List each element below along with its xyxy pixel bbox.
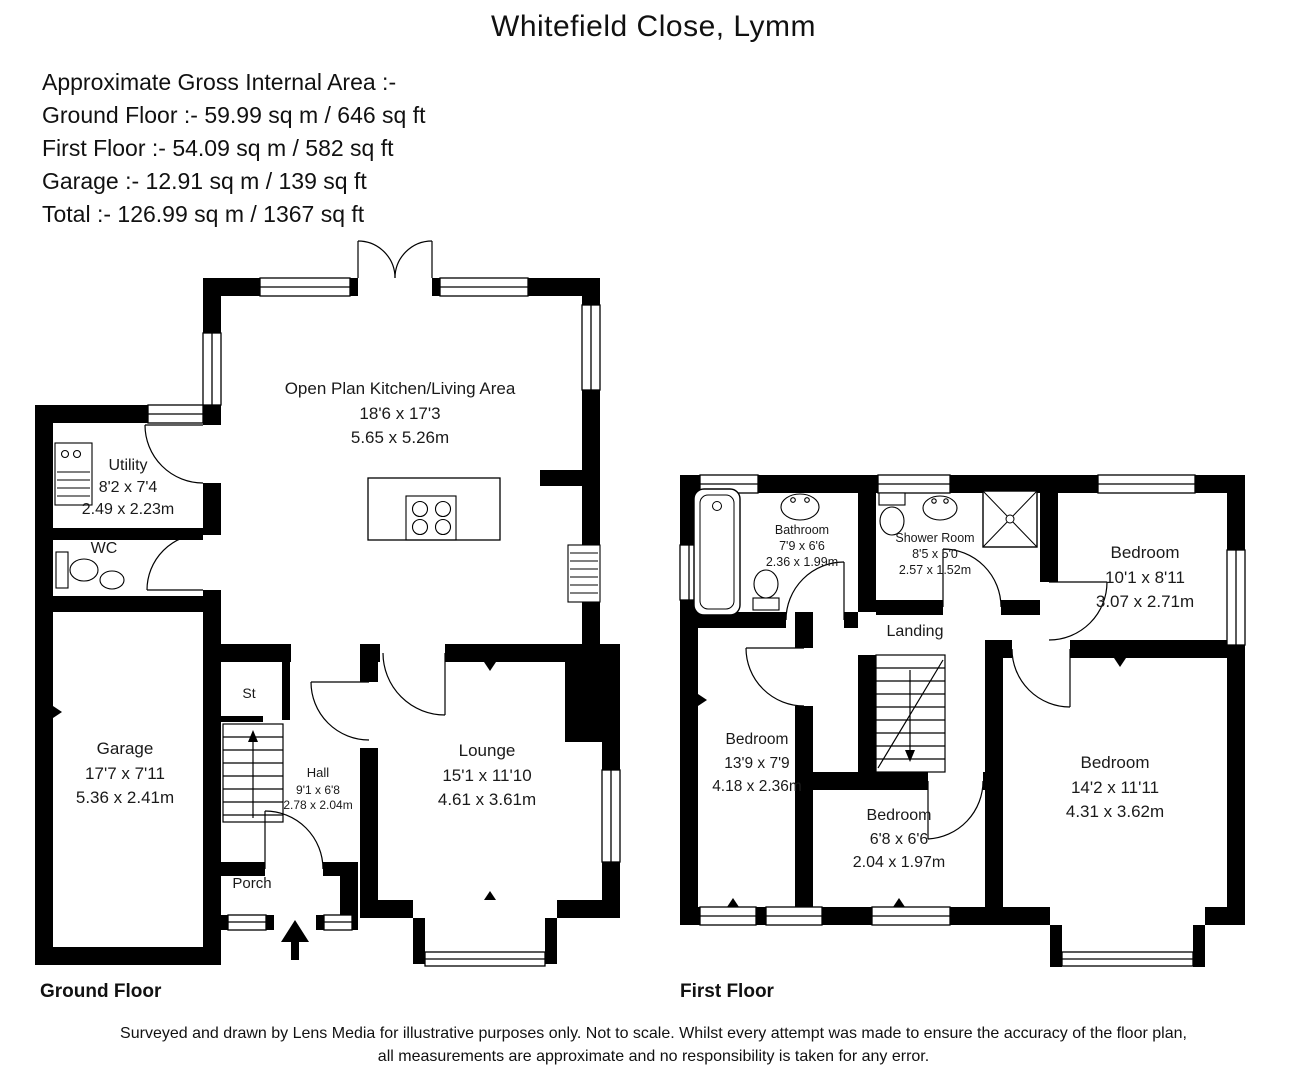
hall-name: Hall: [307, 765, 330, 780]
garage-metric: 5.36 x 2.41m: [76, 788, 174, 807]
kitchen-name: Open Plan Kitchen/Living Area: [285, 379, 516, 398]
hall-metric: 2.78 x 2.04m: [283, 798, 352, 812]
bedroom-front-imperial: 14'2 x 11'11: [1071, 778, 1159, 797]
utility-metric: 2.49 x 2.23m: [82, 501, 175, 518]
bathroom-imperial: 7'9 x 6'6: [779, 539, 825, 553]
photo-marker-icon: [893, 898, 905, 907]
utility-name: Utility: [108, 457, 147, 474]
photo-marker-icon: [698, 694, 707, 706]
lounge-imperial: 15'1 x 11'10: [442, 766, 531, 785]
first-floor-stairs: [875, 654, 946, 773]
wc-toilet-icon: [55, 551, 99, 589]
hall-imperial: 9'1 x 6'8: [296, 783, 340, 797]
disclaimer: Surveyed and drawn by Lens Media for ill…: [0, 1022, 1307, 1068]
landing-name: Landing: [887, 623, 944, 640]
first-floor-doors: [745, 548, 1108, 840]
bedroom-middle-name: Bedroom: [867, 807, 932, 824]
ground-floor-doors: [144, 240, 446, 870]
photo-marker-icon: [727, 898, 739, 907]
area-first: First Floor :- 54.09 sq m / 582 sq ft: [42, 135, 394, 161]
area-garage: Garage :- 12.91 sq m / 139 sq ft: [42, 168, 367, 194]
ground-floor-plan: Open Plan Kitchen/Living Area 18'6 x 17'…: [35, 240, 621, 967]
bathroom-metric: 2.36 x 1.99m: [766, 555, 838, 569]
ground-floor-stairs: [222, 723, 284, 823]
photo-marker-icon: [484, 662, 496, 671]
first-floor-plan: Bathroom 7'9 x 6'6 2.36 x 1.99m Shower R…: [679, 474, 1246, 967]
bedroom-middle-imperial: 6'8 x 6'6: [870, 831, 929, 848]
ground-floor-fixtures: [53, 442, 601, 960]
porch-name: Porch: [232, 875, 271, 892]
shower-room-metric: 2.57 x 1.52m: [899, 563, 971, 577]
shower-room-name: Shower Room: [895, 531, 974, 545]
bathroom-basin-icon: [780, 493, 820, 521]
first-floor-walls: [680, 475, 1245, 967]
utility-sink-icon: [54, 442, 93, 506]
area-total: Total :- 126.99 sq m / 1367 sq ft: [42, 201, 365, 227]
photo-marker-icon: [484, 891, 496, 900]
hob-icon: [405, 495, 457, 541]
area-heading: Approximate Gross Internal Area :-: [42, 69, 397, 95]
lounge-metric: 4.61 x 3.61m: [438, 790, 536, 809]
garage-imperial: 17'7 x 7'11: [85, 764, 165, 783]
kitchen-metric: 5.65 x 5.26m: [351, 428, 449, 447]
ground-floor-label: Ground Floor: [40, 981, 162, 1002]
area-summary: Approximate Gross Internal Area :- Groun…: [42, 66, 426, 231]
first-floor-windows: [679, 474, 1246, 967]
ground-floor-walls: [35, 278, 620, 965]
bedroom-back-imperial: 10'1 x 8'11: [1105, 568, 1185, 587]
bathroom-name: Bathroom: [775, 523, 829, 537]
bedroom-middle-metric: 2.04 x 1.97m: [853, 854, 946, 871]
shower-toilet-icon: [878, 492, 906, 536]
bathtub-icon: [693, 488, 741, 616]
bedroom-front-metric: 4.31 x 3.62m: [1066, 802, 1164, 821]
bedroom-back-name: Bedroom: [1111, 543, 1180, 562]
disclaimer-line1: Surveyed and drawn by Lens Media for ill…: [120, 1025, 1187, 1042]
first-floor-labels: Bathroom 7'9 x 6'6 2.36 x 1.99m Shower R…: [712, 523, 1194, 871]
bedroom-left-name: Bedroom: [726, 731, 789, 748]
bathroom-toilet-icon: [752, 569, 780, 611]
wc-name: WC: [91, 540, 118, 557]
utility-imperial: 8'2 x 7'4: [99, 479, 158, 496]
first-floor-fixtures: [693, 488, 1126, 907]
wc-basin-icon: [99, 570, 125, 590]
entrance-arrow-icon: [281, 920, 309, 960]
ground-floor-labels: Open Plan Kitchen/Living Area 18'6 x 17'…: [76, 379, 536, 892]
bedroom-left-metric: 4.18 x 2.36m: [712, 778, 802, 795]
photo-marker-icon: [53, 706, 62, 718]
bedroom-left-imperial: 13'9 x 7'9: [724, 755, 789, 772]
kitchen-island: [367, 477, 501, 541]
bedroom-front-name: Bedroom: [1081, 753, 1150, 772]
first-floor-label: First Floor: [680, 981, 774, 1002]
store-name: St: [242, 685, 255, 701]
shower-tray-icon: [982, 490, 1038, 548]
photo-marker-icon: [1114, 658, 1126, 667]
lounge-name: Lounge: [459, 741, 516, 760]
disclaimer-line2: all measurements are approximate and no …: [377, 1048, 930, 1065]
shower-room-imperial: 8'5 x 5'0: [912, 547, 958, 561]
page-title: Whitefield Close, Lymm: [491, 10, 816, 43]
area-ground: Ground Floor :- 59.99 sq m / 646 sq ft: [42, 102, 426, 128]
garage-name: Garage: [97, 739, 154, 758]
shower-basin-icon: [922, 495, 958, 521]
kitchen-appliance-icon: [567, 544, 601, 603]
bedroom-back-metric: 3.07 x 2.71m: [1096, 592, 1194, 611]
ground-floor-windows: [147, 277, 621, 967]
kitchen-imperial: 18'6 x 17'3: [359, 404, 440, 423]
